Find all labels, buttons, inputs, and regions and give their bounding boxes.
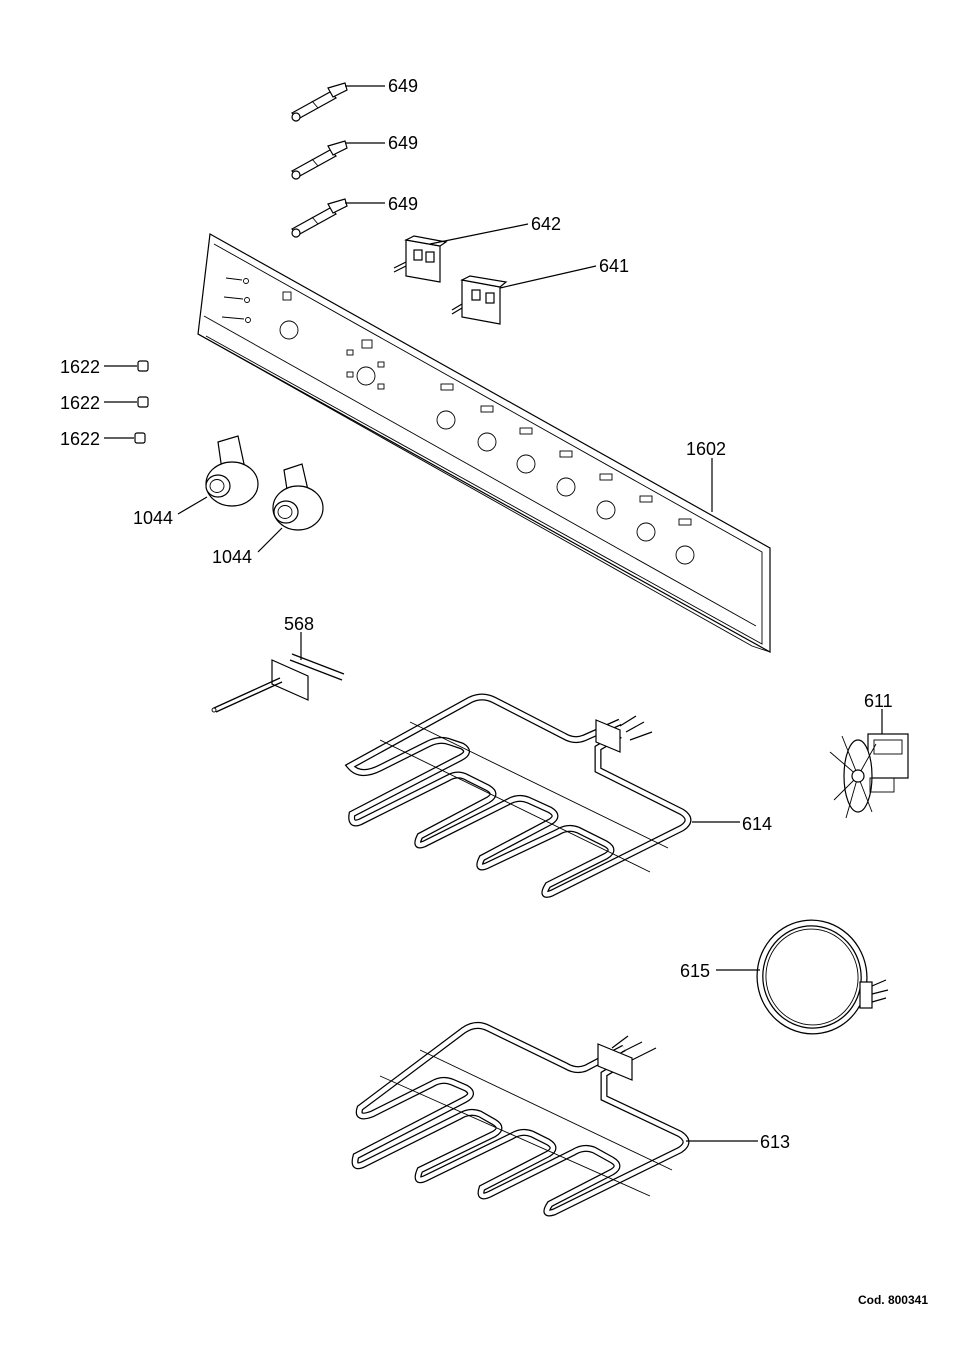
label-615: 615 — [680, 961, 710, 981]
part-1622-screw-2[interactable] — [104, 396, 149, 408]
part-568-probe[interactable] — [211, 632, 345, 713]
label-649-1: 649 — [388, 76, 418, 96]
label-1044-2: 1044 — [212, 547, 252, 567]
label-641: 641 — [599, 256, 629, 276]
part-1044-bushing-2[interactable] — [257, 463, 324, 553]
label-1602: 1602 — [686, 439, 726, 459]
label-1622-1: 1622 — [60, 357, 100, 377]
label-1622-3: 1622 — [60, 429, 100, 449]
label-1622-2: 1622 — [60, 393, 100, 413]
label-614: 614 — [742, 814, 772, 834]
part-613-lower-element[interactable] — [351, 1021, 758, 1217]
label-611: 611 — [864, 691, 893, 711]
part-641-switch[interactable] — [451, 265, 597, 325]
label-568: 568 — [284, 614, 314, 634]
part-649-spindle-2[interactable] — [291, 140, 385, 180]
label-649-3: 649 — [388, 194, 418, 214]
part-642-switch[interactable] — [393, 223, 529, 283]
label-613: 613 — [760, 1132, 790, 1152]
label-1044-1: 1044 — [133, 508, 173, 528]
part-614-grill-element[interactable] — [344, 693, 740, 898]
part-1622-screw-1[interactable] — [104, 360, 149, 372]
label-649-2: 649 — [388, 133, 418, 153]
part-649-spindle-3[interactable] — [291, 198, 385, 238]
part-649-spindle-1[interactable] — [291, 82, 385, 122]
part-1622-screw-3[interactable] — [104, 432, 146, 444]
drawing-code: Cod. 800341 — [858, 1293, 928, 1307]
label-642: 642 — [531, 214, 561, 234]
part-611-fan-motor[interactable] — [829, 709, 909, 819]
part-615-ring-element[interactable] — [716, 915, 889, 1039]
part-1044-bushing-1[interactable] — [177, 435, 259, 515]
part-1602-control-panel[interactable] — [197, 233, 771, 654]
